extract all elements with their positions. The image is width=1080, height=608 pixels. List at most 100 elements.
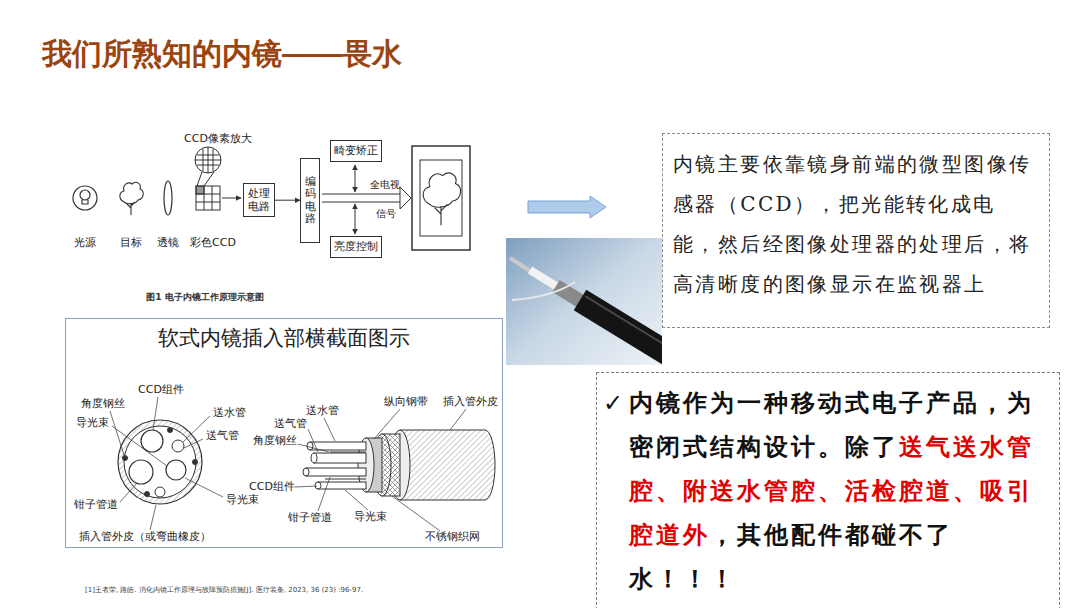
part-label: 送水管	[306, 405, 339, 418]
part-label: 插入管外皮	[443, 396, 498, 409]
target-tree-icon	[120, 182, 143, 203]
diagram-label: 透镜	[157, 237, 179, 250]
leader-line	[374, 409, 400, 439]
leader-line	[153, 397, 158, 430]
leader-line	[298, 444, 329, 452]
cross-section-drawing	[118, 420, 202, 504]
cross-section-drawing	[141, 430, 163, 452]
pixel-zoom-symbol	[195, 147, 221, 173]
diagram-label: 光源	[74, 237, 96, 250]
correction-box: 畸变矫正	[330, 140, 382, 162]
citation: [1]王者荣, 路皓. 消化内镜工作原理与故障预防措施[J]. 医疗装备, 20…	[85, 586, 363, 594]
signal-arrow	[222, 198, 241, 199]
leader-line	[112, 426, 167, 466]
signal-arrow	[322, 194, 400, 195]
leader-line	[185, 478, 223, 497]
pixel-zoom-symbol	[195, 147, 221, 173]
cable-side-drawing	[315, 482, 321, 489]
target-tree-icon	[120, 182, 143, 215]
brightness-box: 亮度控制	[330, 236, 382, 258]
cross-section-drawing	[168, 428, 173, 433]
monitor-icon	[412, 146, 470, 250]
cross-section-drawing	[172, 440, 184, 452]
check-mark: ✓	[603, 381, 623, 425]
block-arrow	[528, 196, 606, 218]
leader-line	[184, 439, 203, 448]
cross-section-drawing	[155, 487, 165, 497]
leader-line	[120, 483, 137, 502]
cable-photo	[512, 282, 575, 300]
cross-section-drawing	[145, 492, 150, 497]
figure-caption: 图1 电子内镜工作原理示意图	[146, 291, 263, 304]
light-source-icon	[80, 190, 90, 200]
part-label: 钳子管道	[74, 499, 118, 512]
node-text: 编码电路	[305, 176, 316, 224]
cable-photo	[585, 296, 662, 345]
part-label: CCD组件	[249, 481, 295, 494]
monitor-icon	[423, 173, 460, 225]
cross-section-drawing	[129, 460, 153, 484]
diagram-label: 目标	[120, 237, 142, 250]
signal-arrow	[355, 165, 356, 192]
cable-side-drawing	[314, 453, 366, 463]
slide-title: 我们所熟知的内镜——畏水	[42, 34, 402, 75]
cable-side-drawing	[306, 468, 366, 476]
signal-arrow	[400, 187, 411, 209]
signal-arrow	[322, 202, 400, 203]
part-label: 插入管外皮（或弯曲橡皮）	[79, 531, 211, 544]
part-label: 角度钢丝	[253, 435, 297, 448]
cable-side-drawing	[318, 482, 366, 489]
part-label: 导光束	[354, 511, 387, 524]
lens-symbol	[164, 181, 172, 215]
cable-side-drawing	[303, 430, 495, 500]
panel-title: 软式内镜插入部横截面图示	[70, 325, 498, 352]
leader-line	[318, 477, 330, 511]
pixel-zoom-symbol	[195, 147, 221, 186]
ccd-grid	[196, 186, 220, 210]
part-label: 送气管	[274, 418, 307, 431]
monitor-icon	[423, 173, 460, 207]
diagram-label: 彩色CCD	[190, 237, 236, 250]
ccd-grid	[196, 186, 204, 194]
cross-section-drawing	[124, 426, 196, 498]
lens-symbol	[164, 181, 172, 215]
part-label: 不锈钢织网	[425, 531, 480, 544]
process-box: 处理电路	[243, 183, 275, 217]
block-arrow	[528, 196, 606, 218]
leader-line	[150, 505, 156, 530]
diagram-label: 全电视	[370, 179, 400, 191]
cable-side-drawing	[330, 451, 366, 452]
cable-photo	[506, 238, 662, 365]
cable-side-drawing	[307, 442, 313, 450]
flow-arrow	[275, 200, 300, 201]
node-text: 内镜主要依靠镜身前端的微型图像传感器（CCD），把光能转化成电能，然后经图像处理…	[673, 144, 1039, 304]
leader-line	[392, 496, 440, 531]
cross-section-drawing	[193, 460, 198, 465]
part-label: 导光束	[76, 417, 109, 430]
diagram-label: CCD像素放大	[184, 133, 252, 146]
note-box: 内镜主要依靠镜身前端的微型图像传感器（CCD），把光能转化成电能，然后经图像处理…	[662, 133, 1050, 328]
cross-section-drawing	[123, 456, 128, 461]
pixel-zoom-symbol	[197, 172, 214, 186]
leader-line	[345, 490, 368, 510]
cross-section-drawing	[118, 420, 202, 504]
node-text: 亮度控制	[334, 240, 378, 253]
warning-text: 内镜作为一种移动式电子产品，为密闭式结构设计。除了送气送水管腔、附送水管腔、活检…	[629, 381, 1049, 601]
ccd-grid	[196, 186, 220, 210]
cable-photo	[580, 300, 662, 355]
ccd-grid	[196, 186, 220, 210]
leader-line	[295, 486, 317, 487]
light-source-icon	[82, 200, 88, 204]
light-source-icon	[73, 186, 97, 210]
part-label: 送水管	[213, 407, 246, 420]
part-label: CCD组件	[138, 384, 184, 397]
signal-arrow	[355, 204, 356, 234]
warning-box: ✓内镜作为一种移动式电子产品，为密闭式结构设计。除了送气送水管腔、附送水管腔、活…	[596, 372, 1060, 608]
leader-line	[324, 418, 335, 441]
monitor-icon	[420, 160, 462, 236]
node-text: 处理电路	[247, 187, 271, 213]
cross-section-drawing	[166, 460, 186, 480]
part-label: 送气管	[206, 430, 239, 443]
